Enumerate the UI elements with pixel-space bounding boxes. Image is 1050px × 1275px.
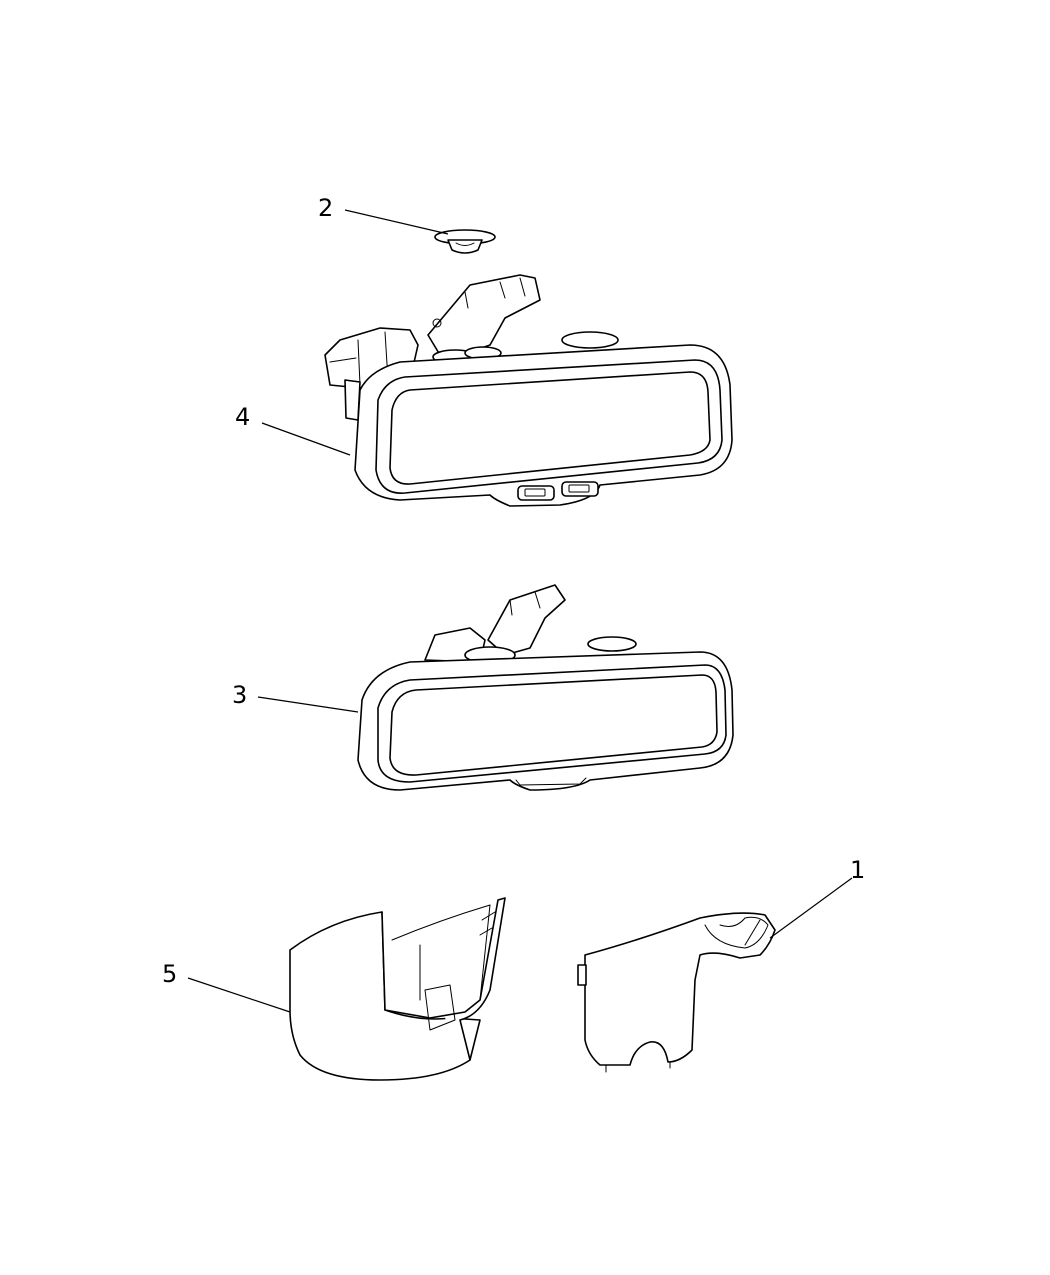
mirror-button-right [561,481,599,497]
leader-line-4 [261,422,351,456]
callout-4: 4 [235,403,250,431]
part-4-mirror-assembly [324,274,733,507]
leader-line-1 [769,877,853,939]
part-1-cover [577,912,776,1073]
leader-line-2 [344,209,449,235]
mirror-button-left [517,485,555,501]
leader-line-3 [257,696,359,713]
callout-2: 2 [318,194,333,222]
part-2-grommet [434,229,496,254]
callout-3: 3 [232,681,247,709]
callout-5: 5 [162,960,177,988]
leader-line-5 [187,977,291,1013]
part-3-mirror [357,584,734,791]
callout-1: 1 [850,856,865,884]
part-5-cover [289,897,506,1081]
